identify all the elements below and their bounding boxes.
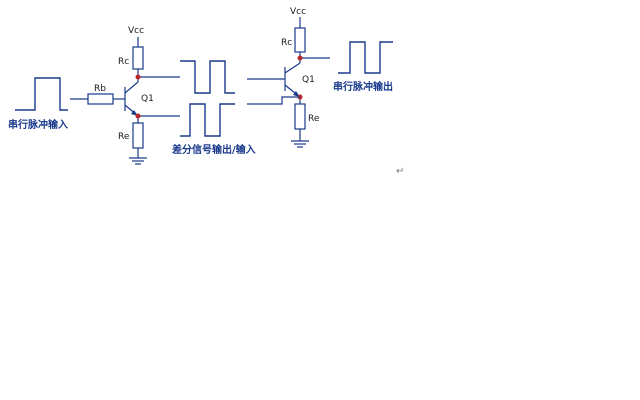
re-label-stage1: Re xyxy=(118,132,130,142)
rc-label-stage2: Rc xyxy=(281,38,292,48)
output-caption: 串行脉冲输出 xyxy=(333,80,393,93)
input-caption: 串行脉冲输入 xyxy=(8,118,68,131)
ground-symbol-stage1 xyxy=(129,157,147,165)
paragraph-return-mark: ↵ xyxy=(396,166,404,177)
q1-label: Q1 xyxy=(141,94,154,104)
input-pulse-waveform xyxy=(15,77,68,111)
q1-stage2-collector xyxy=(284,62,301,74)
re-label-stage2: Re xyxy=(308,114,320,124)
output-pulse-waveform xyxy=(338,41,393,74)
diff-waveform-lower xyxy=(180,103,235,137)
collector-node-stage2 xyxy=(297,55,303,61)
stage2-lower-input-wire xyxy=(247,96,300,105)
rb-label: Rb xyxy=(94,84,106,94)
emitter-node-stage1 xyxy=(135,113,141,119)
collector-node-stage1 xyxy=(135,74,141,80)
vcc-label-stage1: Vcc xyxy=(128,26,144,36)
q1-collector xyxy=(124,81,139,94)
rc-resistor-stage2 xyxy=(294,27,306,53)
vcc-label-stage2: Vcc xyxy=(290,7,306,17)
rb-resistor xyxy=(87,93,114,105)
ground-symbol-stage2 xyxy=(291,140,309,148)
rc-resistor-stage1 xyxy=(132,46,144,70)
re-resistor-stage2 xyxy=(294,103,306,130)
middle-caption: 差分信号输出/输入 xyxy=(172,143,256,156)
q1-stage2-label: Q1 xyxy=(302,75,315,85)
rc-label-stage1: Rc xyxy=(118,57,129,67)
diff-waveform-upper xyxy=(180,60,235,94)
re-resistor-stage1 xyxy=(132,122,144,149)
